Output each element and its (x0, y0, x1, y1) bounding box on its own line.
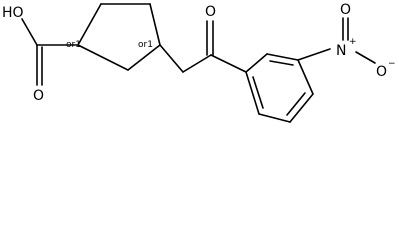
benzene-bond-4 (289, 93, 314, 123)
benzene-inner-bond-a (269, 60, 294, 66)
benzene-bond-2 (266, 53, 299, 61)
nitro-group: N + O O − (297, 2, 396, 80)
nitro-o-double-label: O (340, 2, 351, 18)
bond-ring-nitro-n (297, 48, 331, 61)
benzene-bond-3 (297, 59, 314, 95)
acyl-linker: O (159, 4, 247, 73)
stereo-label-c3: or1 (138, 40, 153, 50)
stereo-label-c1: or1 (66, 40, 81, 50)
ring-bond-c1-c2 (77, 3, 102, 46)
ring-bond-c3-c4 (149, 3, 161, 46)
bond-ch2-carbonyl-c (182, 54, 212, 73)
carboxyl-oh-label: HO (2, 5, 24, 21)
carboxyl-o-label: O (33, 88, 44, 104)
bond-nitro-n-o-single (355, 51, 376, 64)
bond-carbonyl-c-ring (210, 54, 247, 73)
benzene-inner-bond-c (252, 76, 264, 109)
ketone-o-label: O (205, 4, 216, 20)
bond-carboxyl-c-oh (21, 18, 38, 46)
carboxylic-acid-group: HO O (2, 5, 79, 104)
molecule-structure: HO O or1 or1 O N + O O − (2, 2, 396, 123)
nitro-o-charge: − (388, 59, 396, 69)
nitro-n-label: N (336, 43, 346, 59)
benzene-ring (245, 53, 314, 123)
nitro-o-single-label: O (376, 64, 387, 80)
benzene-inner-bond-b (286, 92, 306, 116)
benzene-bond-6 (245, 71, 260, 115)
benzene-bond-1 (245, 53, 268, 73)
benzene-bond-5 (258, 113, 291, 123)
nitro-n-charge: + (349, 37, 357, 47)
ring-bond-c4-c5 (127, 44, 161, 71)
bond-c4-ch2 (159, 44, 184, 73)
cyclopentane-ring (77, 3, 161, 71)
ring-bond-c5-c1 (77, 44, 129, 71)
